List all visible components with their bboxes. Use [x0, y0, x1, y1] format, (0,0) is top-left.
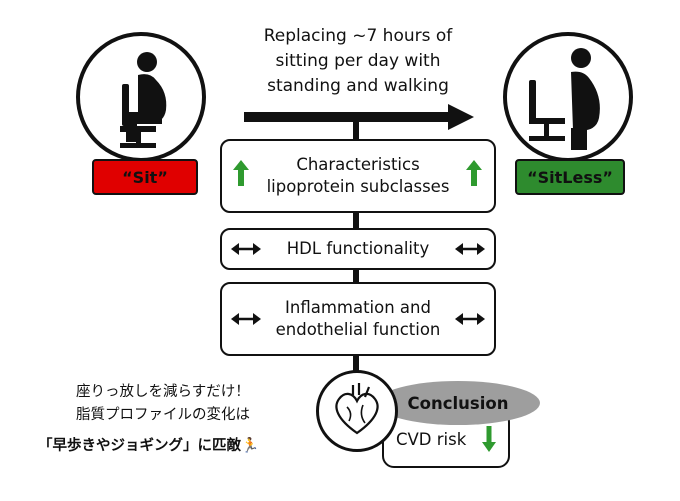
- double-arrow-icon: [455, 243, 485, 255]
- sitless-badge-label: “SitLess”: [527, 167, 613, 187]
- sitless-circle: [503, 32, 633, 162]
- header-text: Replacing ~7 hours of sitting per day wi…: [245, 24, 471, 99]
- inflammation-line-1: Inflammation and: [285, 297, 431, 317]
- green-up-arrow-icon: [233, 160, 249, 186]
- sit-circle: [76, 32, 206, 162]
- caption-line-2: 脂質プロファイルの変化は: [76, 407, 250, 423]
- sitless-badge: “SitLess”: [515, 159, 625, 195]
- inflammation-box: Inflammation and endothelial function: [220, 282, 496, 356]
- japanese-caption: 座りっ放しを減らすだけ！ 脂質プロファイルの変化は 「早歩きやジョギング」に匹敵…: [38, 381, 338, 458]
- lipoprotein-line-1: Characteristics: [296, 154, 420, 174]
- inflammation-line-2: endothelial function: [275, 320, 441, 339]
- conclusion-pill: Conclusion: [376, 381, 540, 425]
- header-line-2: sitting per day with: [275, 51, 441, 71]
- heart-icon: [335, 383, 379, 435]
- conclusion-label: Conclusion: [407, 393, 509, 413]
- double-arrow-icon: [455, 313, 485, 325]
- caption-line-3: 「早歩きやジョギング」に匹敵🏃: [38, 438, 260, 454]
- hdl-label: HDL functionality: [286, 238, 430, 258]
- green-down-arrow-icon: [482, 426, 496, 452]
- header-line-1: Replacing ~7 hours of: [263, 26, 453, 46]
- lipoprotein-line-2: lipoprotein subclasses: [266, 177, 450, 196]
- double-arrow-icon: [231, 313, 261, 325]
- main-arrow: [244, 104, 474, 130]
- header-line-3: standing and walking: [267, 76, 449, 96]
- sit-badge: “Sit”: [92, 159, 198, 195]
- lipoprotein-box: Characteristics lipoprotein subclasses: [220, 139, 496, 213]
- hdl-box: HDL functionality: [220, 228, 496, 270]
- sit-badge-label: “Sit”: [122, 167, 168, 187]
- heart-circle: [316, 370, 398, 452]
- green-up-arrow-icon: [466, 160, 482, 186]
- double-arrow-icon: [231, 243, 261, 255]
- cvd-risk-label: CVD risk: [396, 430, 467, 449]
- seated-person-icon: [120, 52, 167, 148]
- standing-person-icon: [529, 48, 600, 150]
- caption-line-1: 座りっ放しを減らすだけ！: [76, 384, 250, 400]
